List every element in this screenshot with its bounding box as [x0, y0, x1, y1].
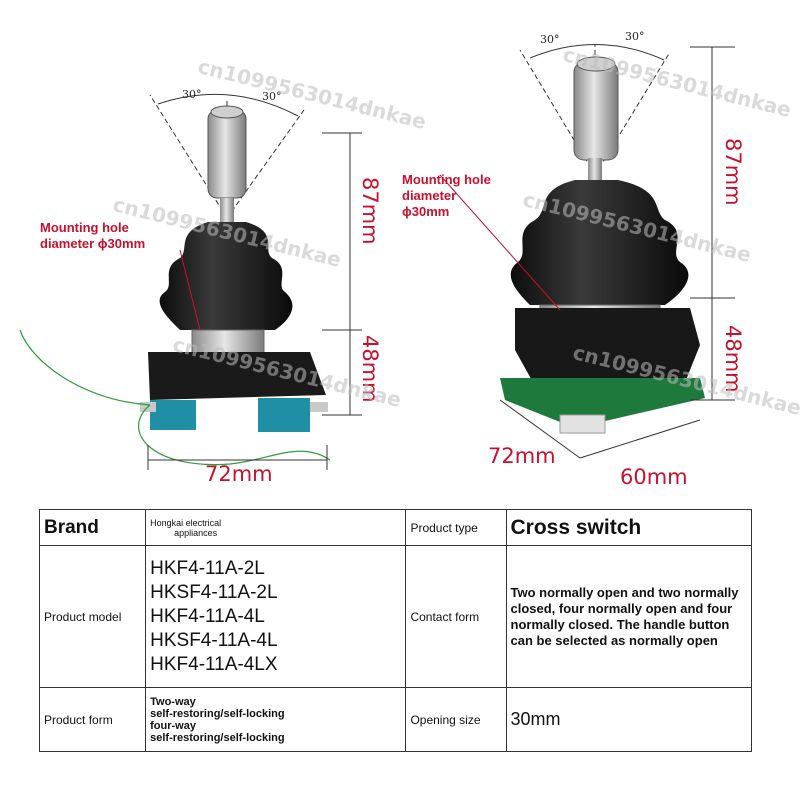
- left-mounting-note: Mounting hole diameter ϕ30mm: [40, 220, 145, 252]
- product-model-label: Product model: [44, 609, 122, 624]
- joystick-drawings: [19, 44, 735, 470]
- left-height-top-label: 87mm: [358, 177, 382, 245]
- product-model-list: HKF4-11A-2L HKSF4-11A-2L HKF4-11A-4L HKS…: [145, 545, 407, 688]
- product-figure: 30° 30° 87mm 48mm 72mm Mounting hole dia…: [19, 30, 800, 489]
- model-item: HKSF4-11A-4L: [150, 629, 278, 651]
- left-note-line2: diameter ϕ30mm: [40, 236, 146, 251]
- product-type-label: Product type: [410, 520, 478, 535]
- right-note-line1: Mounting hole: [402, 172, 491, 187]
- right-width-right-label: 60mm: [620, 465, 688, 489]
- brand-value-line1: Hongkai electrical: [150, 517, 222, 528]
- brand-value-line2: appliances: [174, 527, 218, 538]
- right-note-line3: ϕ30mm: [402, 204, 450, 219]
- left-note-line1: Mounting hole: [40, 220, 129, 235]
- product-form-label-cell: Product form: [38, 687, 147, 752]
- opening-size-value-cell: 30mm: [505, 687, 752, 752]
- spec-row-form: Product form Two-way self-restoring/self…: [38, 687, 752, 752]
- left-joystick: [19, 93, 362, 470]
- opening-size-label: Opening size: [410, 712, 481, 727]
- brand-value-cell: Hongkai electrical appliances: [145, 509, 407, 546]
- brand-label: Brand: [44, 516, 99, 538]
- right-note-line2: diameter: [402, 188, 457, 203]
- right-mounting-note: Mounting hole diameter ϕ30mm: [402, 172, 491, 220]
- model-item: HKF4-11A-4L: [150, 605, 265, 627]
- product-form-line: Two-way: [150, 695, 196, 708]
- opening-size-label-cell: Opening size: [405, 687, 507, 752]
- product-form-line: self-restoring/self-locking: [150, 731, 285, 744]
- contact-form-value-cell: Two normally open and two normally close…: [505, 545, 752, 688]
- right-height-top-label: 87mm: [721, 138, 745, 206]
- model-item: HKSF4-11A-2L: [150, 581, 278, 603]
- product-type-value-cell: Cross switch: [505, 509, 752, 546]
- right-width-left-label: 72mm: [488, 444, 556, 468]
- right-angle-left-label: 30°: [540, 33, 560, 46]
- product-type-label-cell: Product type: [405, 509, 507, 546]
- product-form-label: Product form: [44, 712, 113, 727]
- right-joystick: [439, 44, 735, 459]
- product-type-value: Cross switch: [510, 515, 642, 539]
- product-form-line: self-restoring/self-locking: [150, 707, 285, 720]
- left-angle-right-label: 30°: [262, 90, 282, 103]
- contact-form-value: Two normally open and two normally close…: [510, 584, 739, 648]
- product-form-line: four-way: [150, 719, 196, 732]
- left-width-label: 72mm: [205, 462, 273, 486]
- product-form-value-cell: Two-way self-restoring/self-locking four…: [145, 687, 407, 752]
- brand-label-cell: Brand: [38, 509, 147, 546]
- right-angle-right-label: 30°: [625, 30, 645, 43]
- spec-row-brand: Brand Hongkai electrical appliances Prod…: [38, 509, 752, 546]
- contact-form-label: Contact form: [410, 609, 480, 624]
- spec-row-model: Product model HKF4-11A-2L HKSF4-11A-2L H…: [38, 545, 752, 688]
- left-angle-left-label: 30°: [182, 88, 202, 101]
- opening-size-value: 30mm: [510, 709, 561, 729]
- product-model-label-cell: Product model: [38, 545, 147, 688]
- model-item: HKF4-11A-2L: [150, 557, 265, 579]
- contact-form-label-cell: Contact form: [405, 545, 507, 688]
- spec-table: Brand Hongkai electrical appliances Prod…: [38, 509, 752, 752]
- model-item: HKF4-11A-4LX: [150, 653, 278, 675]
